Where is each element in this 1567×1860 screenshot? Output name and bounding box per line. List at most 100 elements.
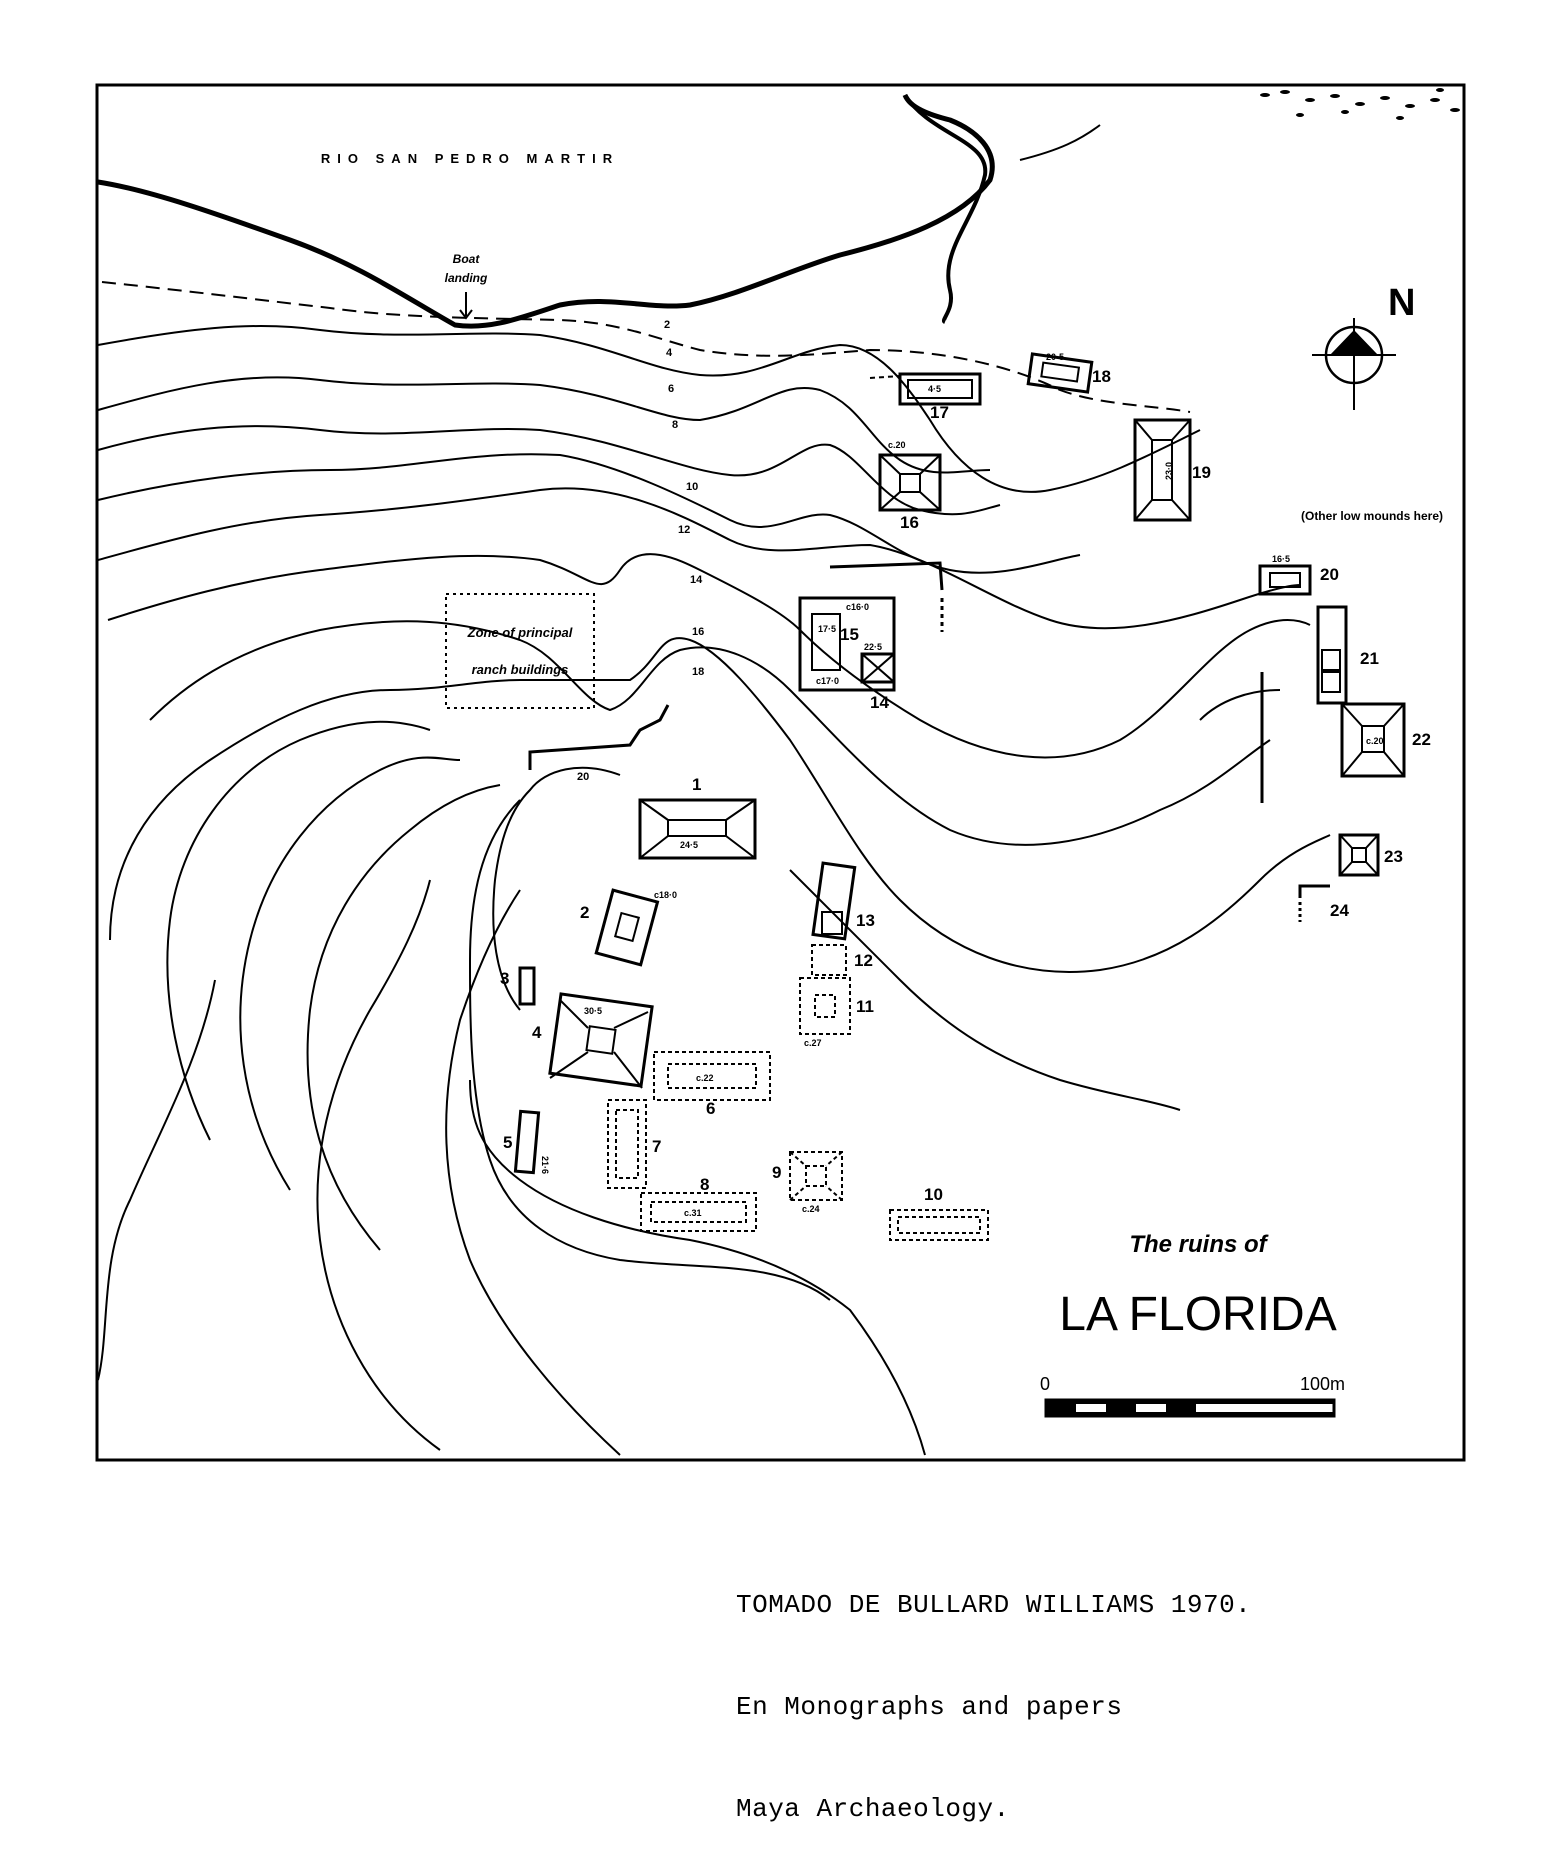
site-map: Zone of principal ranch buildings RIO SA… <box>95 83 1466 1462</box>
structure-label-18: 18 <box>1092 367 1111 386</box>
structure-18 <box>1026 352 1094 394</box>
ranch-zone-box <box>445 593 595 709</box>
river-inlet <box>903 93 988 324</box>
scale-bar <box>1044 1398 1336 1418</box>
contour-label: 2 <box>664 319 670 331</box>
height-label: 17·5 <box>818 624 836 634</box>
structure-19 <box>1133 418 1192 522</box>
structure-label-11: 11 <box>856 997 874 1016</box>
caption-line-2: En Monographs and papers <box>736 1692 1123 1722</box>
structure-16 <box>878 453 942 512</box>
river-label: RIO SAN PEDRO MARTIR <box>321 151 619 166</box>
ranch-zone-label-1: Zone of principal <box>467 625 573 640</box>
structure-label-7: 7 <box>652 1137 661 1156</box>
structure-12 <box>811 944 847 976</box>
contour-label: 18 <box>692 666 704 678</box>
contour-label: 14 <box>690 574 703 586</box>
caption-line-3: Maya Archaeology. <box>736 1794 1010 1824</box>
structure-label-10: 10 <box>924 1185 943 1204</box>
structures <box>513 352 1406 1241</box>
source-caption: TOMADO DE BULLARD WILLIAMS 1970. En Mono… <box>736 1520 1251 1860</box>
structure-label-9: 9 <box>772 1163 781 1182</box>
height-label: 16·5 <box>1272 554 1290 564</box>
structure-label-13: 13 <box>856 911 875 930</box>
height-label: c.27 <box>804 1038 822 1048</box>
height-label: c.20 <box>888 440 906 450</box>
structure-label-12: 12 <box>854 951 873 970</box>
height-label: c17·0 <box>816 676 839 686</box>
structure-label-6: 6 <box>706 1099 715 1118</box>
structure-label-2: 2 <box>580 903 589 922</box>
height-label: 30·5 <box>584 1006 602 1016</box>
structure-8 <box>640 1192 757 1232</box>
map-title-line-2: LA FLORIDA <box>1059 1288 1336 1341</box>
structure-label-19: 19 <box>1192 463 1211 482</box>
structure-label-21: 21 <box>1360 649 1379 668</box>
north-arrow-icon <box>1312 318 1396 410</box>
height-label: c.20 <box>1366 736 1384 746</box>
contour-label: 8 <box>672 419 678 431</box>
height-label: 20·5 <box>1046 352 1064 362</box>
map-frame <box>95 83 1466 1462</box>
north-label: N <box>1388 282 1415 324</box>
structure-14 <box>860 652 896 684</box>
structure-9 <box>789 1151 843 1201</box>
structure-15 <box>798 596 896 692</box>
structure-17-dash <box>869 375 901 379</box>
structure-17 <box>898 372 982 406</box>
boat-landing-arrow-icon <box>459 292 473 320</box>
contour-label: 4 <box>666 347 673 359</box>
structure-5 <box>513 1109 541 1175</box>
structure-label-22: 22 <box>1412 730 1431 749</box>
vegetation-marks <box>1260 88 1460 120</box>
contour-label: 10 <box>686 481 698 493</box>
caption-line-1: TOMADO DE BULLARD WILLIAMS 1970. <box>736 1590 1252 1620</box>
structure-20 <box>1258 564 1312 596</box>
walls <box>528 561 1330 922</box>
structure-4 <box>548 992 654 1089</box>
height-label: c.31 <box>684 1208 702 1218</box>
structure-13 <box>811 861 857 941</box>
contour-value-labels: 2 4 6 8 10 12 14 16 18 20 <box>577 319 704 783</box>
structure-label-8: 8 <box>700 1175 709 1194</box>
scale-end-label: 100m <box>1300 1374 1345 1394</box>
structure-label-16: 16 <box>900 513 919 532</box>
height-label: 23·0 <box>1164 462 1174 480</box>
contour-label: 20 <box>577 771 589 783</box>
structure-label-20: 20 <box>1320 565 1339 584</box>
river-inlet-bank <box>1019 124 1101 161</box>
structure-label-17: 17 <box>930 403 949 422</box>
structure-3 <box>518 966 536 1006</box>
height-label: 4·5 <box>928 384 941 394</box>
structure-label-15: 15 <box>840 625 859 644</box>
structure-label-4: 4 <box>532 1023 542 1042</box>
structure-23 <box>1338 833 1380 877</box>
structure-6 <box>653 1051 771 1101</box>
boat-landing-label-1: Boat <box>453 252 481 266</box>
height-label: c16·0 <box>846 602 869 612</box>
structure-number-labels: 1 2 3 4 5 6 7 8 9 10 11 12 13 14 15 16 1… <box>500 367 1431 1204</box>
boat-landing-label-2: landing <box>445 271 488 285</box>
other-mounds-label: (Other low mounds here) <box>1301 509 1443 523</box>
height-label: 24·5 <box>680 840 698 850</box>
height-label: 22·5 <box>864 642 882 652</box>
structure-label-24: 24 <box>1330 901 1349 920</box>
contour-label: 12 <box>678 524 690 536</box>
structure-label-14: 14 <box>870 693 889 712</box>
structure-11 <box>799 977 851 1035</box>
structure-height-labels: 24·5 c18·0 30·5 c.22 21·6 c.31 c.24 c.27… <box>540 352 1384 1218</box>
contour-label: 16 <box>692 626 704 638</box>
map-title-line-1: The ruins of <box>1129 1231 1268 1258</box>
structure-label-1: 1 <box>692 775 701 794</box>
river-bank <box>97 93 995 329</box>
structure-label-23: 23 <box>1384 847 1403 866</box>
structure-label-3: 3 <box>500 969 509 988</box>
height-label: c.22 <box>696 1073 714 1083</box>
structure-7 <box>607 1099 647 1189</box>
structure-1 <box>638 798 757 860</box>
structure-label-5: 5 <box>503 1133 512 1152</box>
contour-lines <box>97 281 1331 1456</box>
structure-22 <box>1340 702 1406 778</box>
contour-label: 6 <box>668 383 674 395</box>
structure-21 <box>1316 605 1348 705</box>
